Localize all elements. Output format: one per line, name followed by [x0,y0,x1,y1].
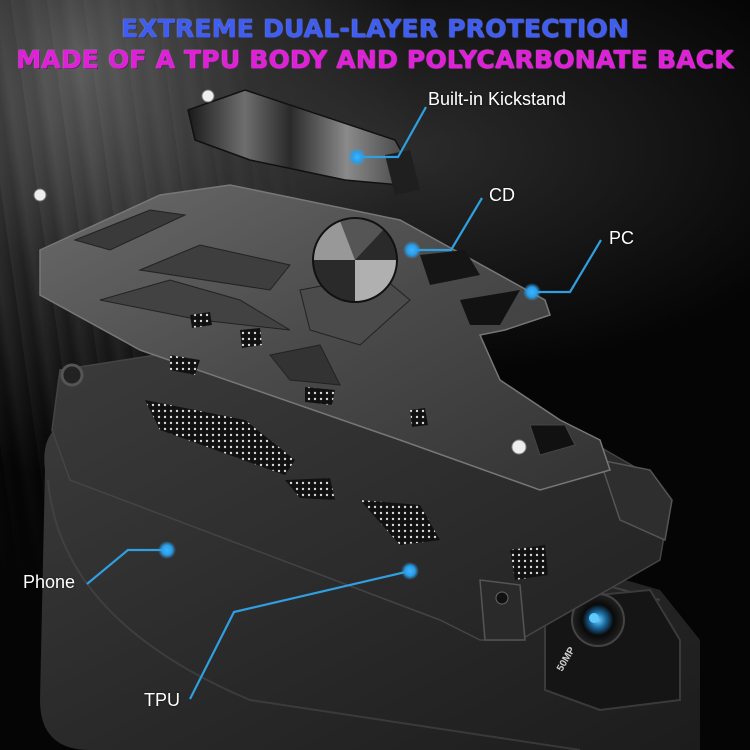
floating-screws [33,89,215,202]
callout-dots [158,148,541,580]
grip-patch [510,545,548,580]
camera-module: 50MP [544,588,681,712]
callout-label-kickstand: Built-in Kickstand [428,89,567,109]
phone-callout-line [86,548,167,585]
kickstand-plate [187,89,420,195]
tpu-callout-line [189,569,411,700]
cd-callout-line [412,197,483,252]
callout-label-phone: Phone [23,572,76,592]
pc-callout-line [532,239,602,294]
grip-patch [360,500,440,545]
grip-patch [285,478,335,500]
callout-label-tpu: TPU [144,690,180,710]
headline: EXTREME DUAL-LAYER PROTECTION MADE OF A … [0,14,750,76]
callout-label-cd: CD [489,185,515,205]
callout-lines [86,106,602,700]
grip-patch [145,400,295,475]
pc-shell [39,184,611,491]
headline-line-1: EXTREME DUAL-LAYER PROTECTION [121,14,629,43]
lanyard-hole [60,363,84,387]
screw [511,439,527,455]
kickstand-callout-line [357,106,427,159]
headline-line-2: MADE OF A TPU BODY AND POLYCARBONATE BAC… [16,45,734,74]
cd-disc [312,217,398,303]
callout-label-pc: PC [609,228,635,248]
